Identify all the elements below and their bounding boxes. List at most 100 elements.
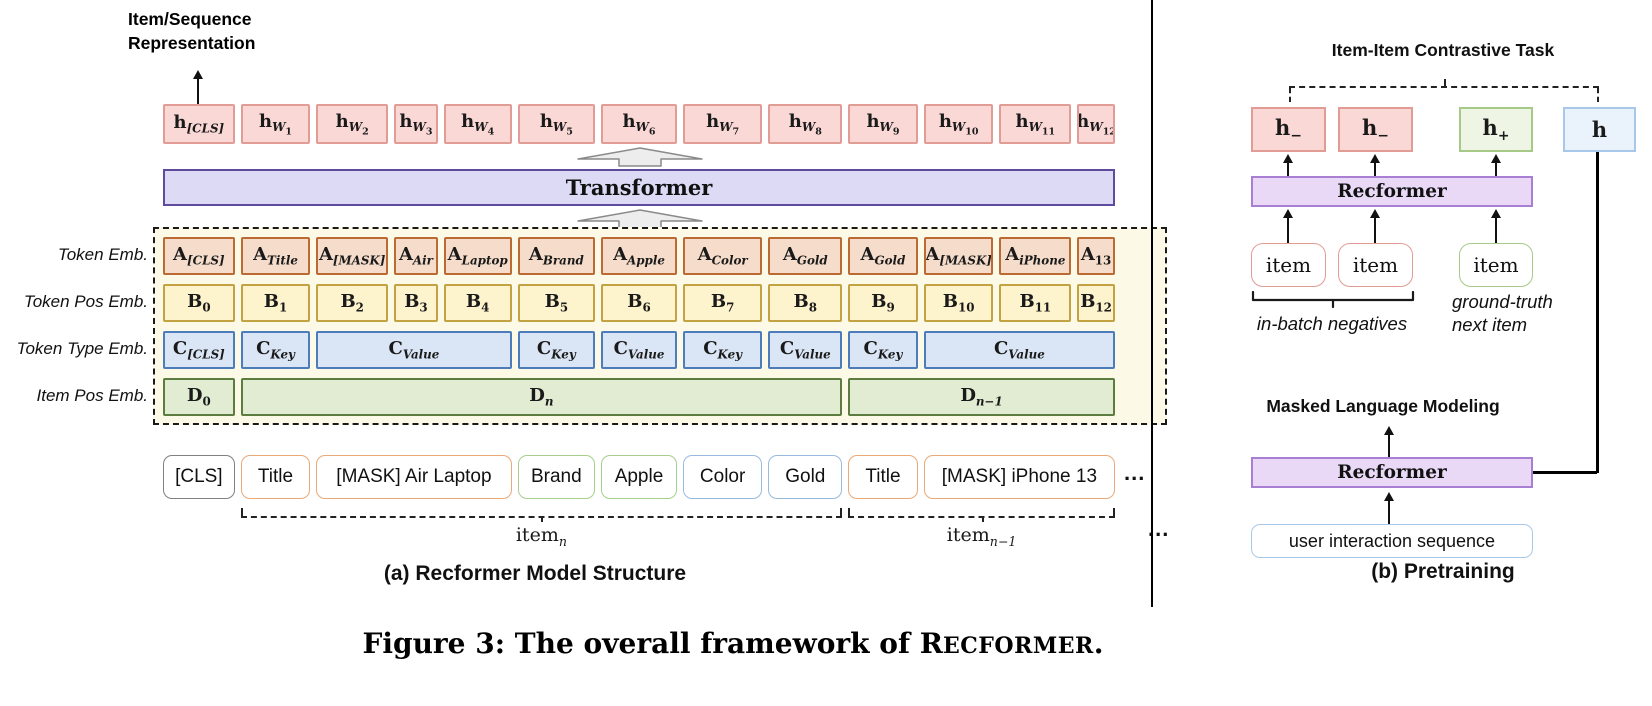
block-arrow-up-icon — [577, 209, 703, 229]
hidden-state-box: hW12 — [1077, 104, 1115, 144]
ground-truth-label: ground-truth next item — [1452, 291, 1553, 336]
hidden-state-box: hW5 — [517, 104, 596, 144]
token-emb-box: A13 — [1077, 237, 1115, 275]
panel-b-caption: (b) Pretraining — [1371, 560, 1515, 583]
row-label-token-pos-emb: Token Pos Emb. — [23, 292, 148, 311]
group-ellipsis: ... — [1148, 516, 1170, 541]
token-emb-box: AGold — [848, 237, 918, 275]
item-n-1-label: itemn−1 — [946, 524, 1017, 549]
item-n-group: itemn — [240, 508, 843, 549]
token-type-emb-box: CKey — [848, 331, 918, 369]
h-positive-box: h+ — [1459, 107, 1533, 152]
input-token: [MASK] Air Laptop — [316, 455, 512, 499]
hidden-state-box: hW4 — [443, 104, 512, 144]
token-pos-emb-box: B6 — [601, 284, 677, 322]
token-pos-emb-box: B2 — [316, 284, 389, 322]
token-pos-emb-box: B0 — [163, 284, 235, 322]
hidden-state-box: hW3 — [394, 104, 438, 144]
token-type-emb-box: CKey — [240, 331, 311, 369]
token-type-emb-box: CValue — [316, 331, 512, 369]
up-arrow — [1490, 209, 1501, 243]
row-label-item-pos-emb: Item Pos Emb. — [36, 386, 148, 405]
h-negative-box: h− — [1251, 107, 1326, 152]
item-pos-emb-box: D0 — [163, 378, 235, 416]
up-arrow — [1383, 492, 1394, 524]
token-emb-box: AAir — [394, 237, 438, 275]
hidden-state-box: h[CLS] — [163, 104, 235, 144]
cls-output-arrow — [192, 70, 203, 104]
panel-divider — [1151, 0, 1153, 607]
dashed-brace — [240, 508, 843, 522]
token-type-emb-box: C[CLS] — [163, 331, 235, 369]
token-type-emb-box: CValue — [601, 331, 677, 369]
in-batch-brace-icon — [1251, 291, 1415, 309]
token-ellipsis: ... — [1124, 460, 1146, 485]
hidden-state-box: hW10 — [923, 104, 994, 144]
connector-line-vertical — [1596, 152, 1599, 473]
recformer-bar-top: Recformer — [1251, 176, 1533, 207]
item-n-label: itemn — [515, 524, 567, 549]
token-emb-box: A[MASK] — [923, 237, 994, 275]
input-token: Title — [240, 455, 311, 499]
token-emb-box: AColor — [682, 237, 763, 275]
row-label-token-emb: Token Emb. — [57, 245, 148, 264]
token-emb-box: ATitle — [240, 237, 311, 275]
token-emb-box: AApple — [601, 237, 677, 275]
item-box-positive: item — [1459, 243, 1533, 287]
hidden-state-box: hW2 — [316, 104, 389, 144]
item-box-negative: item — [1251, 243, 1326, 287]
contrastive-dashed-brace — [1289, 79, 1599, 104]
token-pos-emb-box: B4 — [443, 284, 512, 322]
item-pos-emb-box: Dn−1 — [848, 378, 1115, 416]
input-token: [MASK] iPhone 13 — [923, 455, 1115, 499]
figure-caption: Figure 3: The overall framework of RECFO… — [362, 627, 1104, 660]
up-arrow — [1282, 209, 1293, 243]
token-emb-box: A[CLS] — [163, 237, 235, 275]
hidden-state-box: hW6 — [601, 104, 677, 144]
token-pos-emb-box: B1 — [240, 284, 311, 322]
hidden-state-box: hW1 — [240, 104, 311, 144]
input-token: Title — [848, 455, 918, 499]
up-arrow — [1282, 154, 1293, 176]
token-pos-emb-box: B9 — [848, 284, 918, 322]
row-label-token-type-emb: Token Type Emb. — [16, 339, 148, 358]
token-type-emb-box: CValue — [923, 331, 1115, 369]
token-pos-emb-box: B12 — [1077, 284, 1115, 322]
hidden-state-box: hW9 — [848, 104, 918, 144]
token-type-emb-box: CKey — [682, 331, 763, 369]
user-interaction-sequence-box: user interaction sequence — [1251, 524, 1533, 558]
dashed-brace — [848, 508, 1115, 522]
input-token: Apple — [601, 455, 677, 499]
token-pos-emb-box: B8 — [768, 284, 843, 322]
connector-line-horizontal — [1533, 471, 1597, 474]
up-arrow — [1369, 209, 1380, 243]
block-arrow-up-icon — [577, 147, 703, 167]
token-emb-box: ALaptop — [443, 237, 512, 275]
panel-a-caption: (a) Recformer Model Structure — [383, 562, 687, 585]
token-pos-emb-box: B10 — [923, 284, 994, 322]
in-batch-negatives-label: in-batch negatives — [1256, 313, 1408, 334]
item-box-negative: item — [1338, 243, 1413, 287]
input-token: Brand — [517, 455, 596, 499]
token-emb-box: AGold — [768, 237, 843, 275]
token-type-emb-box: CValue — [768, 331, 843, 369]
token-pos-emb-box: B11 — [999, 284, 1072, 322]
input-token: Color — [682, 455, 763, 499]
item-n-1-group: itemn−1 — [848, 508, 1115, 548]
token-emb-box: A[MASK] — [316, 237, 389, 275]
token-emb-box: ABrand — [517, 237, 596, 275]
up-arrow — [1490, 154, 1501, 176]
contrastive-task-title: Item-Item Contrastive Task — [1331, 40, 1555, 60]
transformer-bar: Transformer — [163, 169, 1115, 206]
recformer-bar-bottom: Recformer — [1251, 457, 1533, 488]
mlm-title: Masked Language Modeling — [1266, 396, 1500, 416]
token-emb-box: AiPhone — [999, 237, 1072, 275]
h-negative-box: h− — [1338, 107, 1413, 152]
item-pos-emb-box: Dn — [240, 378, 843, 416]
hidden-state-box: hW8 — [768, 104, 843, 144]
item-sequence-representation-label: Item/Sequence Representation — [128, 9, 256, 53]
token-type-emb-box: CKey — [517, 331, 596, 369]
